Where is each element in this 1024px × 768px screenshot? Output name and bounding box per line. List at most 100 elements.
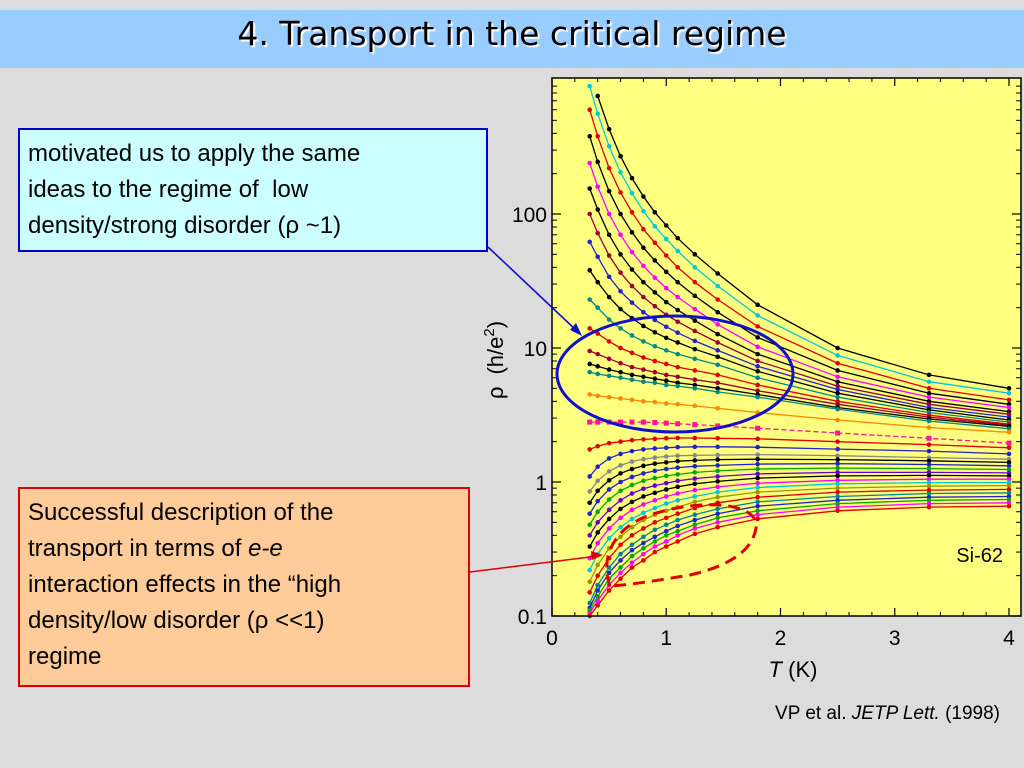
data-point	[715, 474, 720, 479]
data-point	[835, 457, 840, 462]
data-point	[663, 269, 669, 275]
data-point	[641, 546, 646, 551]
data-point	[641, 245, 646, 251]
data-point	[595, 603, 600, 608]
data-point	[606, 274, 612, 280]
note-high-density: Successful description of the transport …	[18, 487, 470, 687]
series-1	[595, 93, 1012, 391]
data-point	[663, 539, 669, 544]
series-24	[587, 473, 1012, 549]
data-point	[675, 511, 680, 517]
data-point	[618, 375, 623, 381]
top-note-pointer	[487, 246, 579, 333]
data-point	[675, 294, 680, 300]
data-point	[641, 510, 646, 516]
citation: VP et al. JETP Lett. (1998)	[650, 703, 1000, 725]
data-point	[652, 461, 658, 466]
data-point	[692, 403, 698, 409]
x-axis-unit: (K)	[782, 657, 817, 682]
series-33	[587, 503, 1012, 619]
data-point	[641, 540, 646, 546]
data-point	[675, 402, 680, 407]
note-bottom-line2: transport in terms of	[28, 535, 249, 562]
data-point	[835, 383, 840, 389]
data-point	[755, 324, 760, 329]
series-11	[587, 326, 1012, 427]
data-point	[629, 209, 635, 215]
data-point	[835, 446, 840, 452]
data-point	[629, 419, 635, 425]
top-note-arrowhead	[570, 323, 582, 336]
data-point	[595, 498, 600, 504]
series-4	[587, 134, 1012, 407]
series-21	[587, 461, 1012, 517]
x-tick-label: 0	[546, 627, 558, 650]
data-point	[926, 418, 932, 424]
data-point	[618, 570, 623, 576]
data-point	[675, 374, 680, 380]
data-point	[755, 512, 760, 518]
y-tick-label: 1	[535, 472, 547, 495]
data-point	[663, 324, 669, 330]
data-point	[641, 323, 646, 329]
data-point	[835, 473, 840, 479]
series-15	[587, 392, 1012, 435]
data-point	[692, 499, 698, 505]
data-point	[755, 369, 760, 374]
data-point	[641, 194, 646, 199]
data-point	[618, 369, 623, 375]
data-point	[755, 456, 760, 462]
data-point	[715, 463, 720, 468]
data-point	[641, 263, 646, 269]
data-point	[641, 437, 646, 442]
data-point	[595, 305, 600, 310]
data-point	[755, 394, 760, 400]
y-axis-unit: (h/e	[483, 337, 508, 375]
data-point	[652, 317, 658, 323]
data-point	[692, 481, 698, 487]
data-point	[629, 230, 635, 235]
data-point	[652, 549, 658, 555]
data-point	[595, 230, 600, 236]
data-point	[692, 279, 698, 285]
y-axis-label: ρ(h/e2)	[481, 321, 508, 399]
data-point	[692, 494, 698, 499]
data-point	[926, 462, 932, 467]
data-point	[663, 501, 669, 506]
data-point	[629, 377, 635, 383]
data-point	[595, 598, 600, 604]
data-point	[652, 209, 658, 215]
data-point	[926, 379, 932, 385]
data-point	[715, 271, 720, 276]
data-point	[1006, 483, 1012, 488]
data-point	[835, 402, 840, 407]
data-point	[926, 402, 932, 407]
data-point	[595, 93, 600, 99]
data-point	[618, 498, 623, 503]
data-point	[606, 356, 612, 362]
data-point	[675, 248, 680, 254]
data-point	[641, 355, 646, 360]
data-point	[663, 494, 669, 499]
data-point	[587, 348, 593, 354]
data-point	[652, 376, 658, 382]
data-point	[641, 456, 646, 462]
data-point	[1006, 456, 1012, 462]
data-point	[641, 463, 646, 469]
data-point	[629, 267, 635, 272]
data-point	[835, 485, 840, 491]
high-density-region-outline	[605, 503, 758, 588]
y-tick-label: 10	[524, 338, 547, 361]
data-point	[618, 306, 623, 312]
data-point	[595, 443, 600, 449]
data-point	[606, 526, 612, 531]
data-point	[675, 484, 680, 490]
data-point	[652, 527, 658, 533]
data-point	[926, 425, 932, 430]
data-point	[715, 389, 720, 395]
data-point	[618, 211, 623, 217]
data-point	[618, 270, 623, 275]
data-point	[715, 340, 720, 345]
data-point	[587, 297, 593, 302]
